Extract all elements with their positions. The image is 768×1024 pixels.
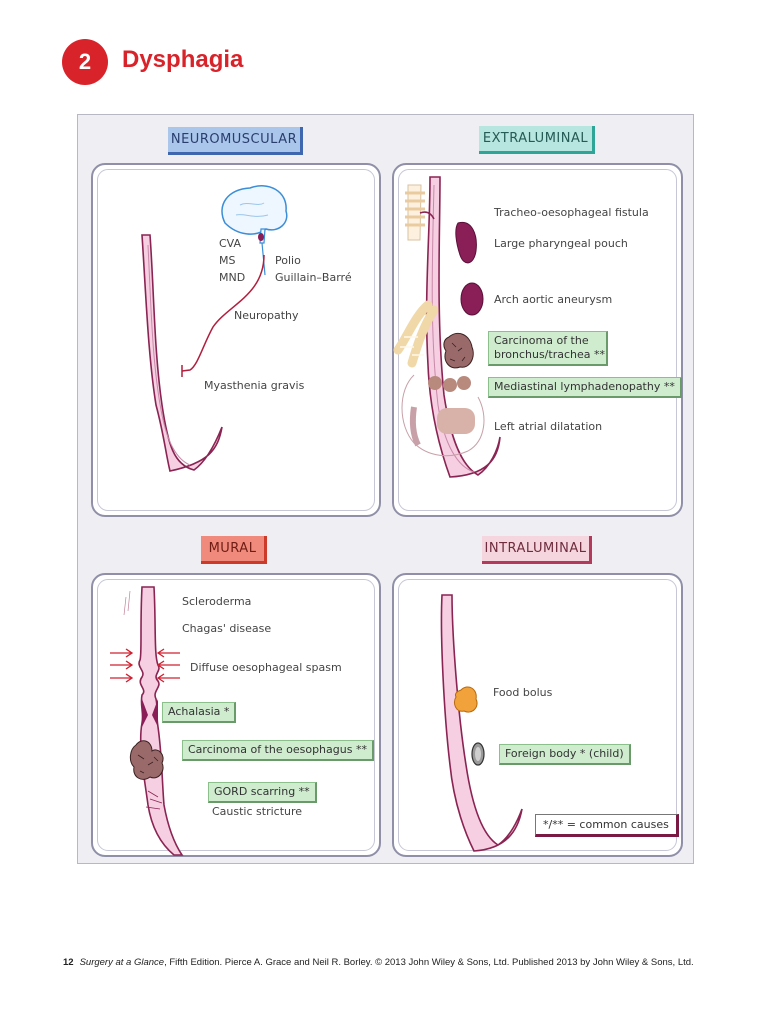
fistula-connection <box>419 211 435 220</box>
left-atrium <box>437 408 475 434</box>
label-tracheo-oesophageal-fistula: Tracheo-oesophageal fistula <box>494 206 649 219</box>
nerve-line <box>181 254 265 372</box>
lymph-node-1 <box>428 376 442 390</box>
label-left-atrial-dilatation: Left atrial dilatation <box>494 420 603 433</box>
label-polio: Polio <box>275 254 301 267</box>
citation-text: , Fifth Edition. Pierce A. Grace and Nei… <box>164 957 694 968</box>
scleroderma-texture <box>123 590 131 616</box>
label-ms: MS <box>219 254 236 267</box>
book-title: Surgery at a Glance <box>79 957 165 968</box>
oesophagus-neuromuscular <box>141 234 223 472</box>
achalasia-narrowing <box>142 699 158 727</box>
lymph-node-2 <box>443 378 457 392</box>
box-gord-scarring: GORD scarring ** <box>208 782 317 803</box>
lymph-node-3 <box>457 376 471 390</box>
label-mnd: MND <box>219 271 246 284</box>
label-food-bolus: Food bolus <box>493 686 553 699</box>
key-common-causes: */** = common causes <box>535 814 679 837</box>
page-number: 12 <box>63 957 74 968</box>
box-oesophageal-carcinoma: Carcinoma of the oesophagus ** <box>182 740 374 761</box>
oesophagus-mural <box>138 586 184 856</box>
chapter-number-badge: 2 <box>62 39 108 85</box>
oesophagus-intraluminal <box>440 594 523 852</box>
pharyngeal-pouch <box>455 221 477 264</box>
illustration-layer: .oes { fill:#f6cfe2; stroke:#8a2452; str… <box>110 176 523 856</box>
heart-outline <box>401 374 485 457</box>
spasm-arrow-r1 <box>156 648 180 658</box>
label-cva: CVA <box>219 237 242 250</box>
lesion-dot <box>258 233 264 241</box>
dysphagia-figure: .oes { fill:#f6cfe2; stroke:#8a2452; str… <box>77 114 694 864</box>
label-scleroderma: Scleroderma <box>182 595 252 608</box>
chapter-title: Dysphagia <box>122 46 244 73</box>
label-guillain-barre: Guillain–Barré <box>275 271 352 284</box>
label-arch-aortic-aneurysm: Arch aortic aneurysm <box>494 293 613 306</box>
spasm-arrow-l1 <box>110 648 134 658</box>
spasm-arrow-l3 <box>110 673 134 683</box>
heading-extraluminal: EXTRALUMINAL <box>479 126 595 154</box>
page-footer: 12 Surgery at a Glance, Fifth Edition. Pi… <box>63 957 694 968</box>
label-diffuse-spasm: Diffuse oesophageal spasm <box>190 661 342 674</box>
gord-scarring <box>145 790 163 810</box>
spasm-arrow-r3 <box>156 673 180 683</box>
spasm-arrow-r2 <box>156 660 180 670</box>
box-achalasia: Achalasia * <box>162 702 237 723</box>
aortic-aneurysm <box>460 282 484 316</box>
box-mediastinal-lymphadenopathy: Mediastinal lymphadenopathy ** <box>488 377 682 398</box>
box-bronchus-carcinoma-line1: Carcinoma of the <box>494 334 589 347</box>
food-bolus-icon <box>453 686 478 713</box>
oesophageal-carcinoma <box>129 740 164 780</box>
label-neuropathy: Neuropathy <box>234 309 299 322</box>
box-bronchus-carcinoma-line2: bronchus/trachea ** <box>494 348 605 361</box>
label-chagas-disease: Chagas' disease <box>182 622 272 635</box>
bronchus-icon <box>393 300 439 368</box>
box-foreign-body: Foreign body * (child) <box>499 744 631 765</box>
heading-neuromuscular: NEUROMUSCULAR <box>168 127 303 155</box>
panel-intraluminal <box>392 573 683 857</box>
heading-intraluminal: INTRALUMINAL <box>482 536 592 564</box>
spasm-arrow-l2 <box>110 660 134 670</box>
heading-mural: MURAL <box>201 536 267 564</box>
label-caustic-stricture: Caustic stricture <box>212 805 303 818</box>
label-pharyngeal-pouch: Large pharyngeal pouch <box>494 237 628 250</box>
label-myasthenia-gravis: Myasthenia gravis <box>204 379 305 392</box>
box-bronchus-carcinoma: Carcinoma of the bronchus/trachea ** <box>488 331 608 366</box>
brain-icon <box>221 185 288 235</box>
